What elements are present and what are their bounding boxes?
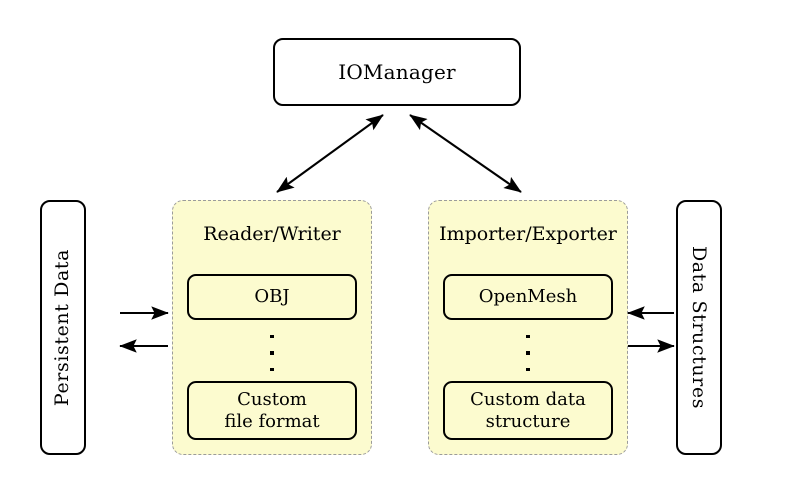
arrow-manager-importer-exporter [409, 114, 522, 193]
item-custom-file-format-label: Custom file format [224, 389, 319, 431]
group-reader-writer-title: Reader/Writer [203, 223, 341, 245]
ellipsis-dot [526, 351, 530, 355]
group-reader-writer[interactable]: Reader/Writer OBJ Custom file format [172, 200, 372, 455]
item-custom-data-structure[interactable]: Custom data structure [443, 381, 613, 440]
node-io-manager[interactable]: IOManager [273, 38, 521, 106]
node-persistent-data[interactable]: Persistent Data [40, 200, 86, 455]
item-custom-file-format-line2: file format [224, 410, 320, 432]
item-obj[interactable]: OBJ [187, 274, 357, 320]
item-custom-data-structure-line2: structure [485, 410, 571, 432]
item-obj-label: OBJ [254, 286, 290, 308]
item-openmesh[interactable]: OpenMesh [443, 274, 613, 320]
ellipsis-importer-exporter [429, 335, 627, 371]
item-custom-data-structure-line1: Custom data [470, 389, 586, 411]
item-custom-file-format-line1: Custom [237, 389, 307, 411]
ellipsis-dot [526, 335, 530, 339]
ellipsis-reader-writer [173, 335, 371, 371]
node-data-structures[interactable]: Data Structures [676, 200, 722, 455]
ellipsis-dot [270, 351, 274, 355]
persistent-data-label: Persistent Data [51, 248, 74, 407]
ellipsis-dot [526, 367, 530, 371]
item-openmesh-label: OpenMesh [478, 286, 578, 308]
group-importer-exporter-title: Importer/Exporter [439, 223, 617, 245]
arrow-manager-reader-writer [276, 114, 384, 193]
io-manager-label: IOManager [338, 60, 456, 84]
group-importer-exporter[interactable]: Importer/Exporter OpenMesh Custom data s… [428, 200, 628, 455]
item-custom-file-format[interactable]: Custom file format [187, 381, 357, 440]
data-structures-label: Data Structures [688, 245, 711, 410]
ellipsis-dot [270, 367, 274, 371]
ellipsis-dot [270, 335, 274, 339]
item-custom-data-structure-label: Custom data structure [470, 389, 586, 431]
